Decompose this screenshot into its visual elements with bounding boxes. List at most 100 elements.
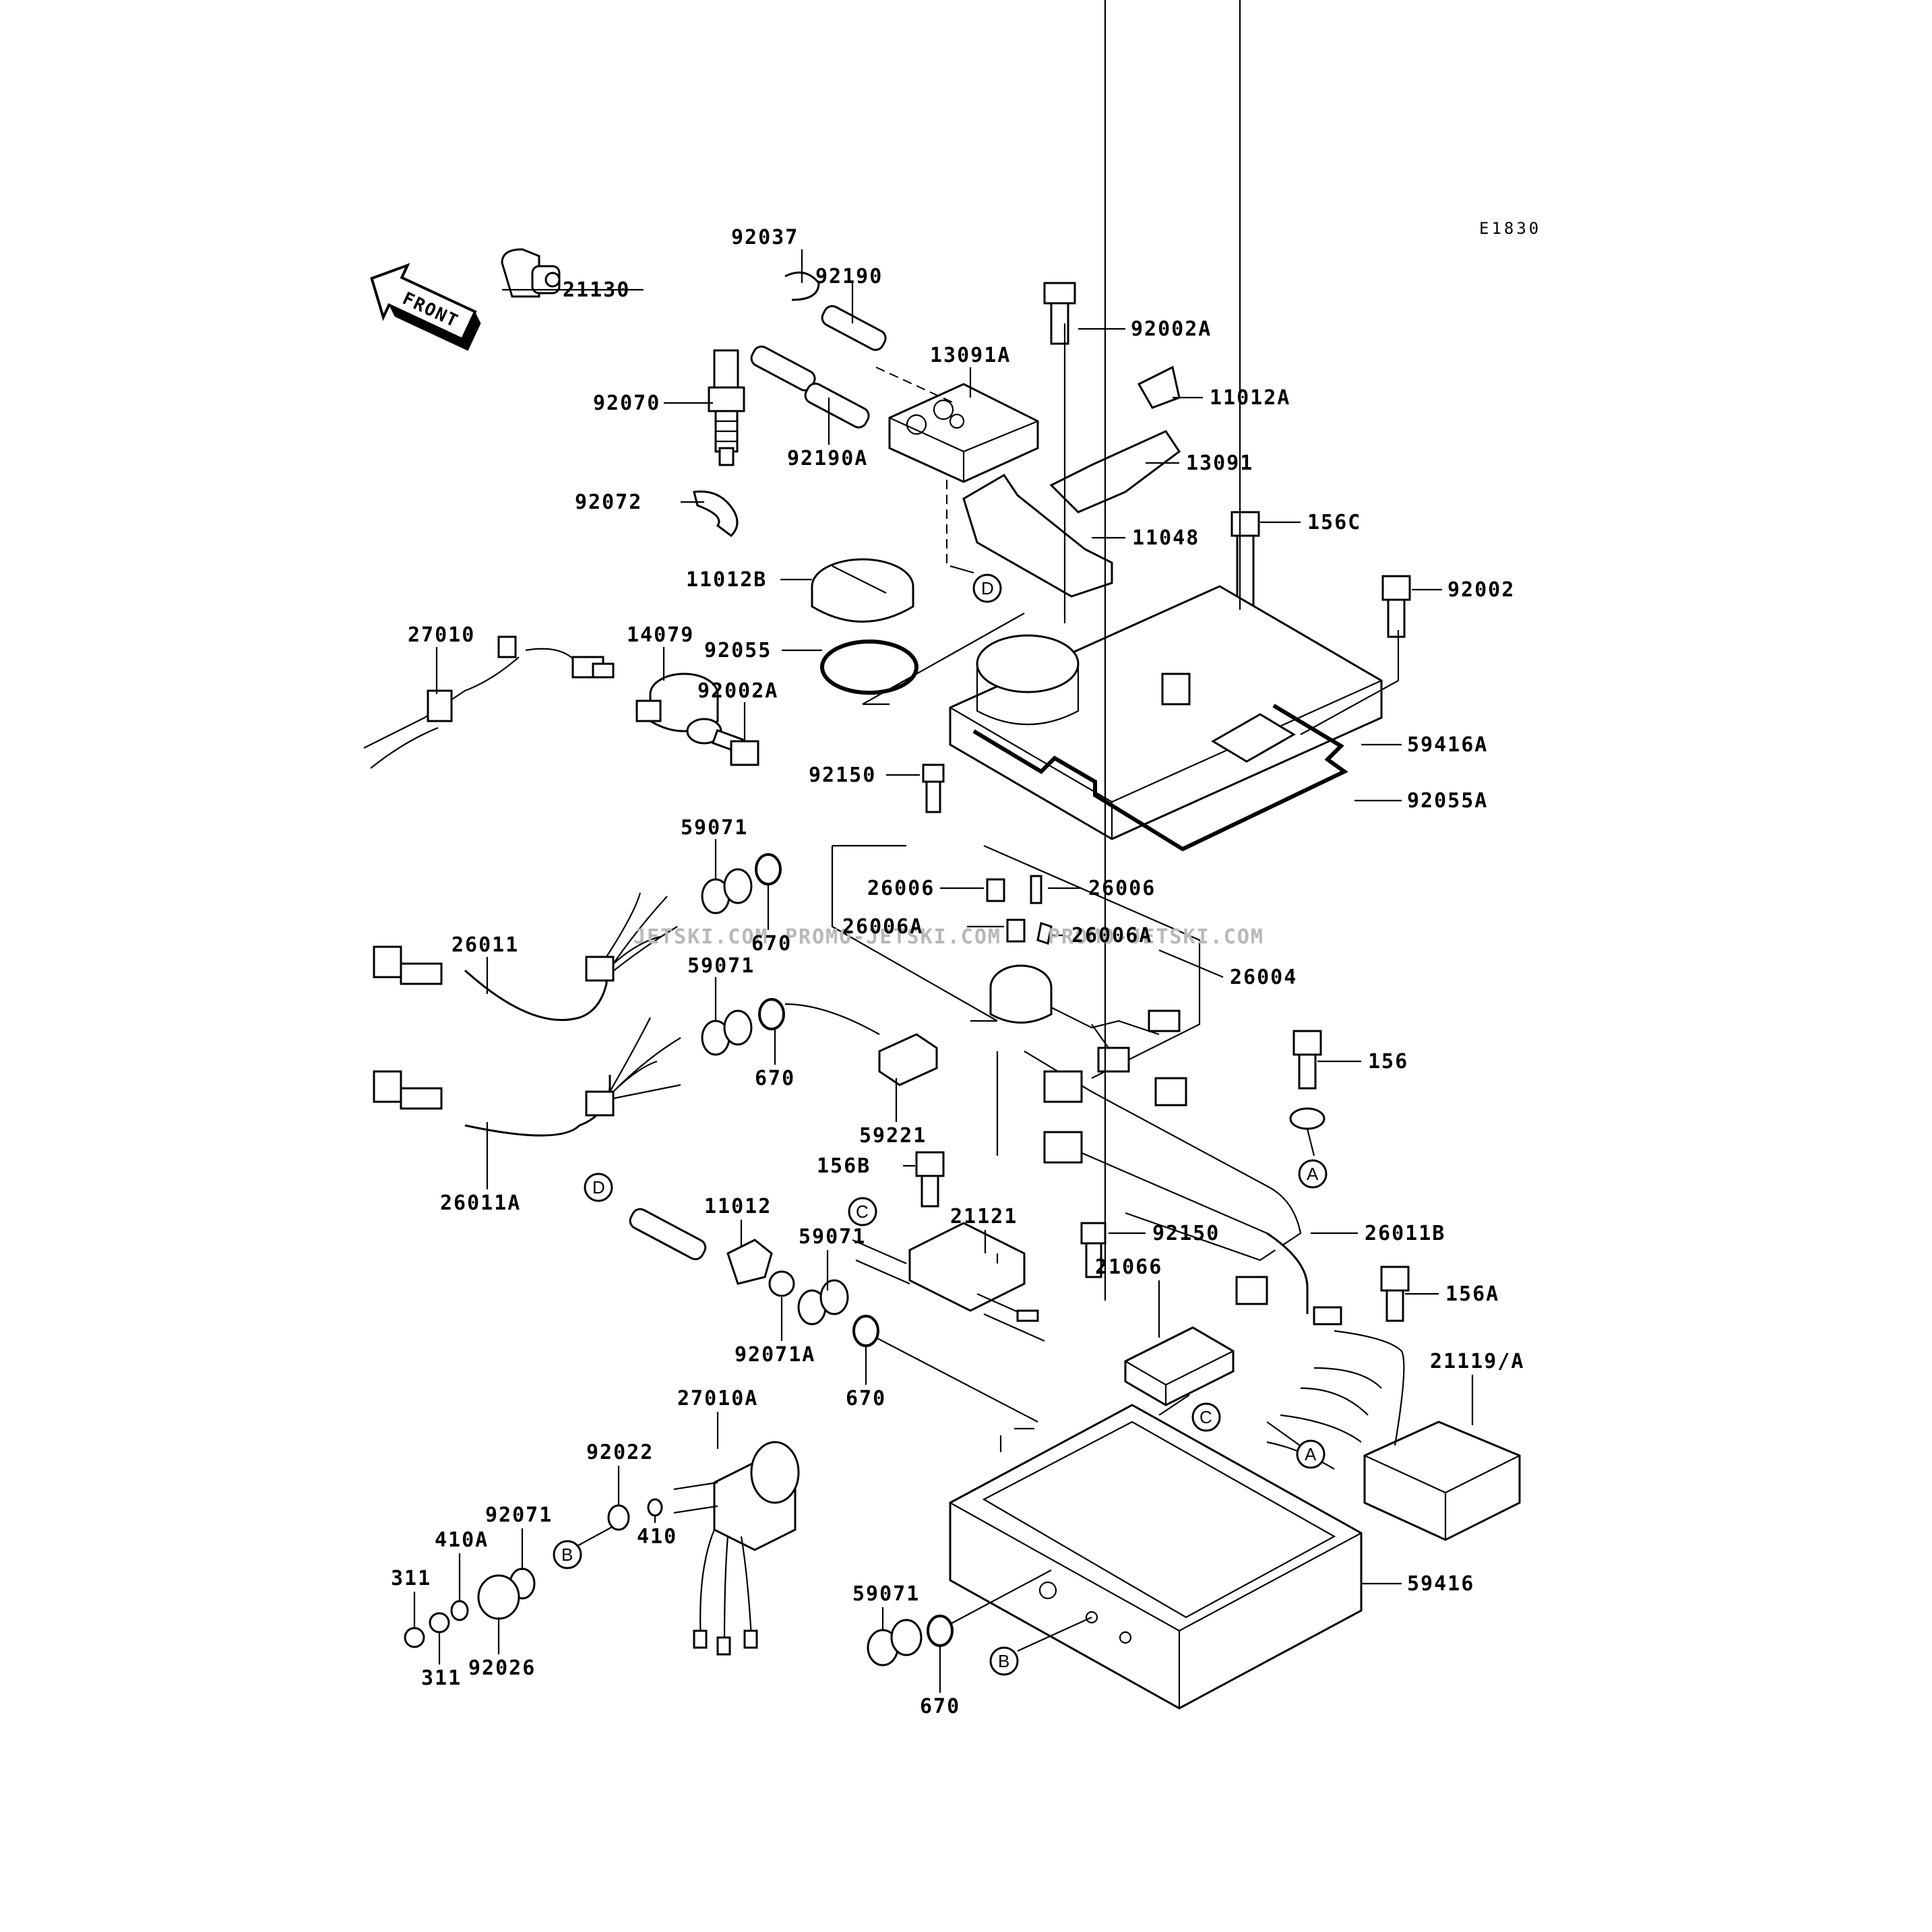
label-21119A: 21119/A — [1430, 1350, 1524, 1373]
cdi-box-21119A — [1266, 1306, 1521, 1541]
tube-92190A — [750, 345, 870, 429]
cover-59416A — [949, 585, 1383, 840]
regulator-21066 — [1124, 1326, 1235, 1406]
harness-26011B — [1043, 1070, 1309, 1314]
label-21130: 21130 — [563, 278, 630, 302]
bolt-92150-top — [922, 764, 945, 813]
divider-a — [862, 613, 1025, 706]
spark-plug-92070 — [708, 349, 745, 466]
label-26011A: 26011A — [440, 1191, 521, 1215]
nut-311-b — [429, 1612, 450, 1633]
leader-lines — [413, 0, 1474, 1693]
fuse-26006-b — [1030, 875, 1042, 904]
label-92071: 92071 — [485, 1503, 553, 1527]
nut-311-a — [404, 1627, 425, 1648]
fuse-holder-26004 — [989, 964, 1181, 1073]
svg-text:B: B — [561, 1545, 573, 1565]
label-92150-top: 92150 — [809, 764, 876, 787]
label-410A: 410A — [435, 1528, 489, 1552]
oring-670-d — [927, 1615, 954, 1647]
switch-27010A — [673, 1441, 800, 1656]
label-26011: 26011 — [451, 933, 519, 957]
label-156A: 156A — [1445, 1282, 1499, 1306]
label-27010A: 27010A — [677, 1387, 758, 1410]
bolt-156B — [915, 1151, 945, 1208]
label-26006-b: 26006 — [1088, 877, 1156, 900]
label-59416A: 59416A — [1407, 733, 1488, 757]
plate-11048 — [962, 473, 1113, 598]
bolt-156A — [1380, 1266, 1410, 1322]
label-92190: 92190 — [815, 265, 883, 288]
label-92071A: 92071A — [735, 1343, 815, 1367]
washer-92022 — [607, 1504, 630, 1531]
tube-92190 — [821, 305, 887, 351]
washer-410A — [450, 1600, 469, 1621]
callout-d-left: D — [584, 1173, 613, 1202]
label-59221: 59221 — [859, 1124, 927, 1148]
svg-text:D: D — [981, 578, 994, 598]
label-59071-b: 59071 — [687, 954, 755, 978]
clamp-92072 — [693, 490, 739, 537]
bolt-92150-mid — [1080, 1222, 1107, 1278]
ignition-coil-21121 — [852, 1222, 1045, 1342]
label-156C: 156C — [1307, 511, 1361, 534]
harness-26011A — [373, 1017, 681, 1137]
label-27010: 27010 — [408, 623, 475, 647]
front-arrow-icon: FRONT — [370, 263, 481, 351]
oring-92055 — [820, 640, 918, 695]
label-92055A: 92055A — [1407, 789, 1488, 813]
label-92150-mid: 92150 — [1152, 1222, 1220, 1245]
label-670-a: 670 — [751, 932, 792, 956]
plug-59071-d — [867, 1619, 923, 1666]
oring-670-b — [758, 998, 785, 1030]
svg-text:D: D — [592, 1177, 605, 1197]
fuse-26006A-b — [1036, 922, 1053, 945]
label-13091: 13091 — [1186, 451, 1253, 475]
bolt-92002A-left — [711, 728, 759, 766]
gasket-92055A — [972, 704, 1348, 852]
harness-27010 — [363, 635, 615, 769]
svg-text:C: C — [1199, 1407, 1212, 1427]
clip-92037 — [784, 271, 820, 301]
label-11048: 11048 — [1132, 526, 1199, 550]
label-670-b: 670 — [755, 1067, 795, 1090]
divider-c — [996, 1253, 1034, 1452]
washer-410 — [647, 1498, 663, 1517]
label-26006A-b: 26006A — [1071, 924, 1152, 947]
label-156: 156 — [1368, 1050, 1408, 1073]
part-14079 — [635, 673, 722, 745]
label-92072: 92072 — [575, 491, 642, 514]
label-92002: 92002 — [1447, 578, 1515, 602]
bolt-156 — [1289, 1030, 1326, 1130]
label-311-a: 311 — [391, 1567, 431, 1590]
label-26011B: 26011B — [1365, 1222, 1445, 1245]
label-92055: 92055 — [704, 639, 772, 662]
filler-cap-11012B — [811, 558, 914, 623]
fuse-26006-a — [986, 878, 1005, 902]
label-92070: 92070 — [593, 392, 660, 415]
label-14079: 14079 — [627, 623, 694, 647]
label-11012B: 11012B — [686, 568, 767, 592]
label-92022: 92022 — [586, 1441, 654, 1464]
plug-cap-21130 — [501, 248, 561, 298]
cap-92026 — [477, 1574, 520, 1620]
label-670-c: 670 — [846, 1387, 886, 1410]
bolt-92002A-top — [1043, 282, 1076, 345]
bracket-13091 — [1049, 430, 1181, 513]
box-line-c — [983, 844, 1201, 1079]
svg-text:A: A — [1305, 1444, 1317, 1464]
label-59071-c: 59071 — [799, 1225, 866, 1249]
svg-text:B: B — [998, 1651, 1009, 1671]
oring-670-c — [852, 1315, 879, 1347]
plug-59071-b — [701, 1009, 753, 1056]
coil-holder-13091A — [888, 383, 1039, 483]
label-11012: 11012 — [704, 1195, 772, 1218]
plug-59071-a — [701, 868, 753, 914]
lead-670-59221 — [784, 1003, 880, 1035]
label-26006-a: 26006 — [867, 877, 935, 900]
tube-11012 — [629, 1208, 773, 1285]
label-92037: 92037 — [731, 226, 799, 249]
callout-c-mid: C — [848, 1197, 877, 1226]
label-59071-a: 59071 — [681, 816, 748, 840]
